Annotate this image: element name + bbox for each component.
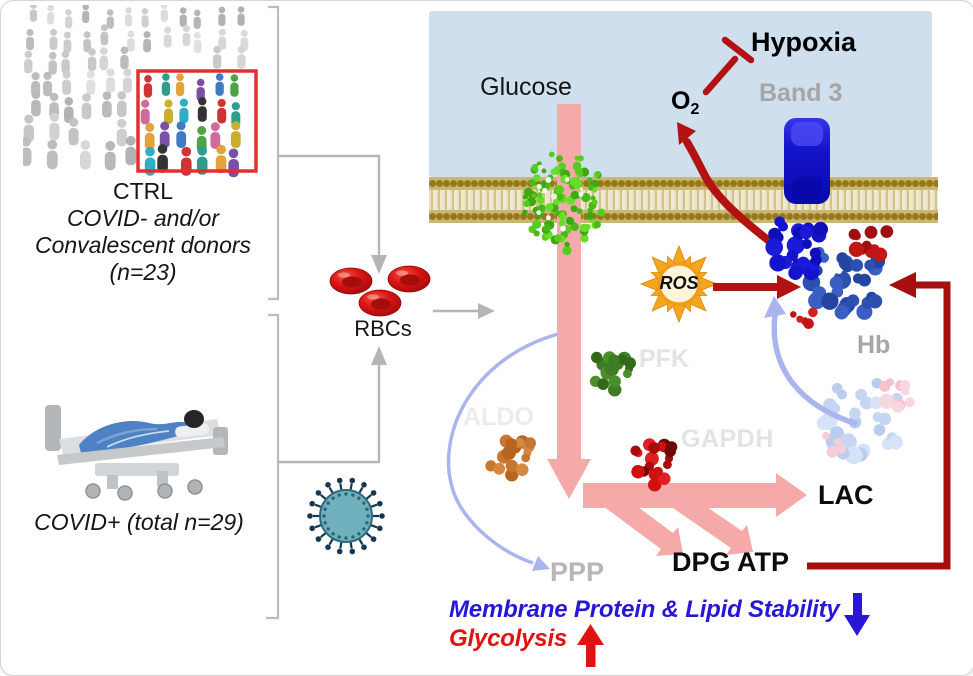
- increase-arrow-icon: [577, 624, 605, 667]
- o2-release-arrow: [677, 122, 777, 248]
- covid-to-rbc-arrow: [278, 346, 387, 464]
- aldo-label: ALDO: [463, 403, 534, 431]
- hypoxia-label: Hypoxia: [751, 27, 857, 57]
- gapdh-molecule-icon: [630, 438, 678, 492]
- rbc-to-pathway-arrow: [433, 303, 495, 319]
- lac-label: LAC: [818, 480, 874, 510]
- gapdh-label: GAPDH: [681, 425, 774, 453]
- rbc-cell: [329, 267, 373, 295]
- ppp-label: PPP: [550, 557, 605, 587]
- ppp-branch-arrow: [446, 332, 559, 571]
- cohort-brackets: [266, 5, 280, 620]
- pfk-molecule-icon: [589, 351, 636, 397]
- rbc-cell: [387, 265, 431, 293]
- ctrl-to-rbc-arrow: [278, 154, 387, 274]
- aldo-molecule-icon: [485, 434, 536, 482]
- o2-label: O2: [671, 87, 699, 119]
- band3-protein-icon: [784, 118, 830, 204]
- ctrl-line4: (n=23): [109, 259, 177, 285]
- ros-attacks-hb-arrow: [713, 275, 801, 299]
- ctrl-line2: COVID- and/or: [66, 205, 220, 231]
- ros-label: ROS: [659, 273, 699, 293]
- band3-label: Band 3: [759, 79, 843, 107]
- ctrl-title: CTRL: [112, 178, 174, 204]
- deoxyhb-to-hb-arrow: [764, 296, 858, 427]
- ctrl-line3: Convalescent donors: [34, 232, 252, 258]
- rbc-icon: [329, 265, 431, 317]
- crowd-icon: [23, 5, 258, 178]
- rbcs-label: RBCs: [354, 316, 412, 341]
- highlighted-donors-box-icon: [136, 69, 258, 173]
- o2-symbol: O: [671, 87, 691, 115]
- membrane-stability-text: Membrane Protein & Lipid Stability: [449, 596, 840, 623]
- hemoglobin-icon: [765, 216, 894, 330]
- extracellular-region: [429, 11, 932, 177]
- ros-sun-icon: [639, 244, 719, 324]
- glut1-transporter-icon: [522, 151, 606, 256]
- decrease-arrow-icon: [843, 593, 870, 636]
- o2-subscript: 2: [690, 101, 700, 118]
- o2-inhibits-hypoxia: [702, 36, 755, 96]
- dpg-arrow: [603, 490, 683, 556]
- lac-arrow: [583, 473, 807, 517]
- virus-icon: [307, 477, 385, 555]
- hospital-bed-icon: [45, 405, 228, 501]
- dpg-atp-label: DPG ATP: [672, 547, 790, 577]
- rbc-cell: [358, 289, 402, 317]
- membrane-stability-conclusion: Membrane Protein & Lipid Stability: [449, 593, 870, 637]
- glycolysis-text: Glycolysis: [449, 625, 568, 652]
- glycolysis-conclusion: Glycolysis: [449, 624, 605, 668]
- pfk-label: PFK: [639, 345, 689, 373]
- covid-group-label: COVID+ (total n=29): [34, 509, 244, 535]
- hb-label: Hb: [857, 331, 891, 359]
- glucose-label: Glucose: [480, 73, 572, 101]
- ctrl-group-label: CTRL COVID- and/or Convalescent donors (…: [21, 178, 265, 286]
- deoxy-hemoglobin-faded-icon: [816, 378, 915, 464]
- atp-arrow: [667, 488, 753, 555]
- dpg-atp-feedback-arrow: [807, 272, 951, 570]
